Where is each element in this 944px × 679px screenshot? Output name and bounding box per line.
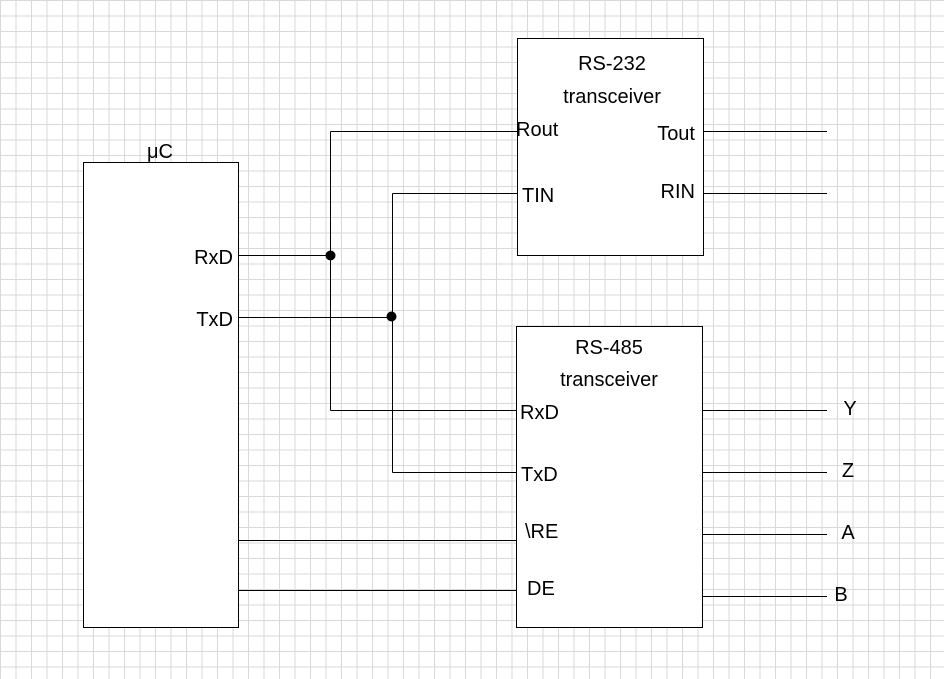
rs232-pin-tout: Tout (657, 123, 695, 145)
terminal-y-label: Y (843, 398, 856, 420)
junction-dot-rxd (325, 250, 336, 261)
rs232-pin-tin: TIN (522, 185, 554, 207)
rs232-title-line2: transceiver (563, 86, 661, 108)
rs485-pin-rxd: RxD (520, 402, 559, 424)
rs485-pin-re: \RE (525, 521, 558, 543)
terminal-b-label: B (834, 584, 847, 606)
rs485-pin-de: DE (527, 578, 555, 600)
rs232-pin-rin: RIN (661, 181, 695, 203)
rs485-pin-txd: TxD (521, 464, 558, 486)
terminal-z-label: Z (842, 460, 854, 482)
rs485-title-line2: transceiver (560, 369, 658, 391)
uc-pin-txd: TxD (196, 309, 233, 331)
rs232-pin-rout: Rout (516, 119, 559, 141)
uc-label: μC (147, 141, 173, 163)
rs232-transceiver-block (517, 38, 704, 256)
terminal-a-label: A (841, 522, 855, 544)
microcontroller-block (83, 162, 239, 628)
rs485-transceiver-block (516, 326, 703, 628)
rs485-title-line1: RS-485 (575, 337, 643, 359)
rs232-title-line1: RS-232 (578, 53, 646, 75)
junction-dot-txd (386, 311, 397, 322)
uc-pin-rxd: RxD (194, 247, 233, 269)
